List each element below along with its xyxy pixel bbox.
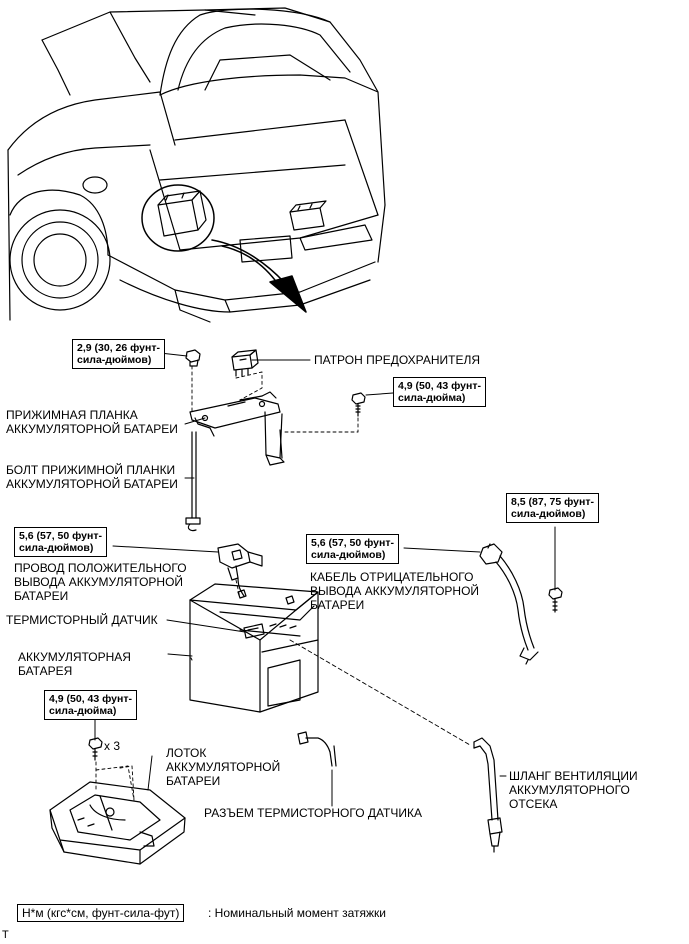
negative-cable-part [403, 543, 539, 665]
battery-tray-part [49, 755, 186, 865]
fuse-dashed-leader [235, 371, 263, 401]
thermistor-connector-part [297, 731, 337, 807]
torque-positive-nut: 5,6 (57, 50 фунт- сила-дюймов) [14, 527, 107, 557]
torque-tray-bolt: 4,9 (50, 43 фунт- сила-дюйма) [44, 690, 137, 720]
label-fuse-holder: ПАТРОН ПРЕДОХРАНИТЕЛЯ [314, 353, 481, 367]
fuse-bolt-part [284, 392, 394, 433]
negative-bolt-part [548, 526, 563, 613]
torque-clamp-nut: 2,9 (30, 26 фунт- сила-дюймов) [72, 339, 165, 369]
legend-unit-box: Н*м (кгс*см, фунт-сила-фут) [17, 904, 185, 922]
torque-negative-nut: 5,6 (57, 50 фунт- сила-дюймов) [306, 534, 399, 564]
vent-hose-part [473, 737, 507, 853]
battery-part [166, 583, 471, 746]
label-positive-cable: ПРОВОД ПОЛОЖИТЕЛЬНОГО ВЫВОДА АККУМУЛЯТОР… [14, 561, 187, 603]
zoom-arrow [211, 239, 307, 313]
fuse-holder-part [231, 349, 311, 377]
battery-clamp-part [184, 391, 285, 466]
car-illustration [7, 7, 386, 323]
clamp-nut-part [159, 349, 201, 413]
label-corner-mark: T [2, 929, 9, 941]
label-thermistor-sensor: ТЕРМИСТОРНЫЙ ДАТЧИК [6, 613, 158, 627]
clamp-bolt-part [184, 431, 201, 532]
label-thermistor-connector: РАЗЪЕМ ТЕРМИСТОРНОГО ДАТЧИКА [204, 806, 423, 820]
label-quantity-x3: x 3 [104, 739, 121, 753]
label-battery-clamp: ПРИЖИМНАЯ ПЛАНКА АККУМУЛЯТОРНОЙ БАТАРЕИ [6, 408, 178, 436]
legend-description: : Номинальный момент затяжки [208, 906, 386, 920]
positive-cable-part [112, 543, 263, 599]
label-negative-cable: КАБЕЛЬ ОТРИЦАТЕЛЬНОГО ВЫВОДА АККУМУЛЯТОР… [310, 570, 480, 612]
tray-bolt-part [88, 719, 135, 801]
torque-negative-bolt: 8,5 (87, 75 фунт- сила-дюймов) [506, 493, 599, 523]
torque-fuse-bolt: 4,9 (50, 43 фунт- сила-дюйма) [393, 377, 486, 407]
label-battery: АККУМУЛЯТОРНАЯ БАТАРЕЯ [18, 650, 131, 678]
label-vent-hose: ШЛАНГ ВЕНТИЛЯЦИИ АККУМУЛЯТОРНОГО ОТСЕКА [509, 769, 638, 811]
label-clamp-bolt: БОЛТ ПРИЖИМНОЙ ПЛАНКИ АККУМУЛЯТОРНОЙ БАТ… [6, 463, 178, 491]
label-battery-tray: ЛОТОК АККУМУЛЯТОРНОЙ БАТАРЕИ [166, 746, 281, 788]
